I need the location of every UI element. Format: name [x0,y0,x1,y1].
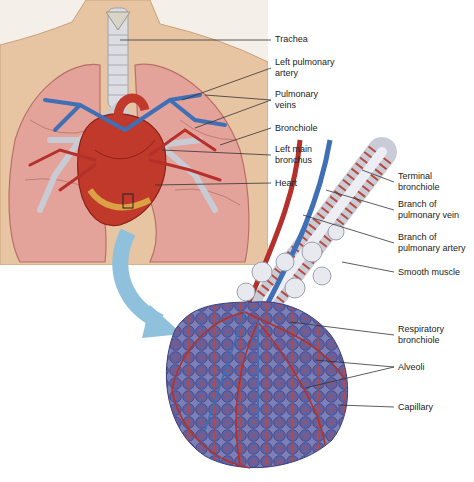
part-label: Heart [275,178,345,189]
leader-lines [120,40,394,407]
part-label: Branch of pulmonary artery [398,232,470,254]
part-label: Bronchiole [275,123,345,134]
part-label: Capillary [398,402,470,413]
part-label: Alveoli [398,362,470,373]
part-label: Left main bronchus [275,144,335,166]
part-label: Trachea [275,34,345,45]
part-label: Terminal bronchiole [398,171,468,193]
part-label: Respiratory bronchiole [398,324,470,346]
part-label: Left pulmonary artery [275,57,341,79]
part-label: Pulmonary veins [275,89,333,111]
part-label: Branch of pulmonary vein [398,199,470,221]
part-label: Smooth muscle [398,267,470,278]
